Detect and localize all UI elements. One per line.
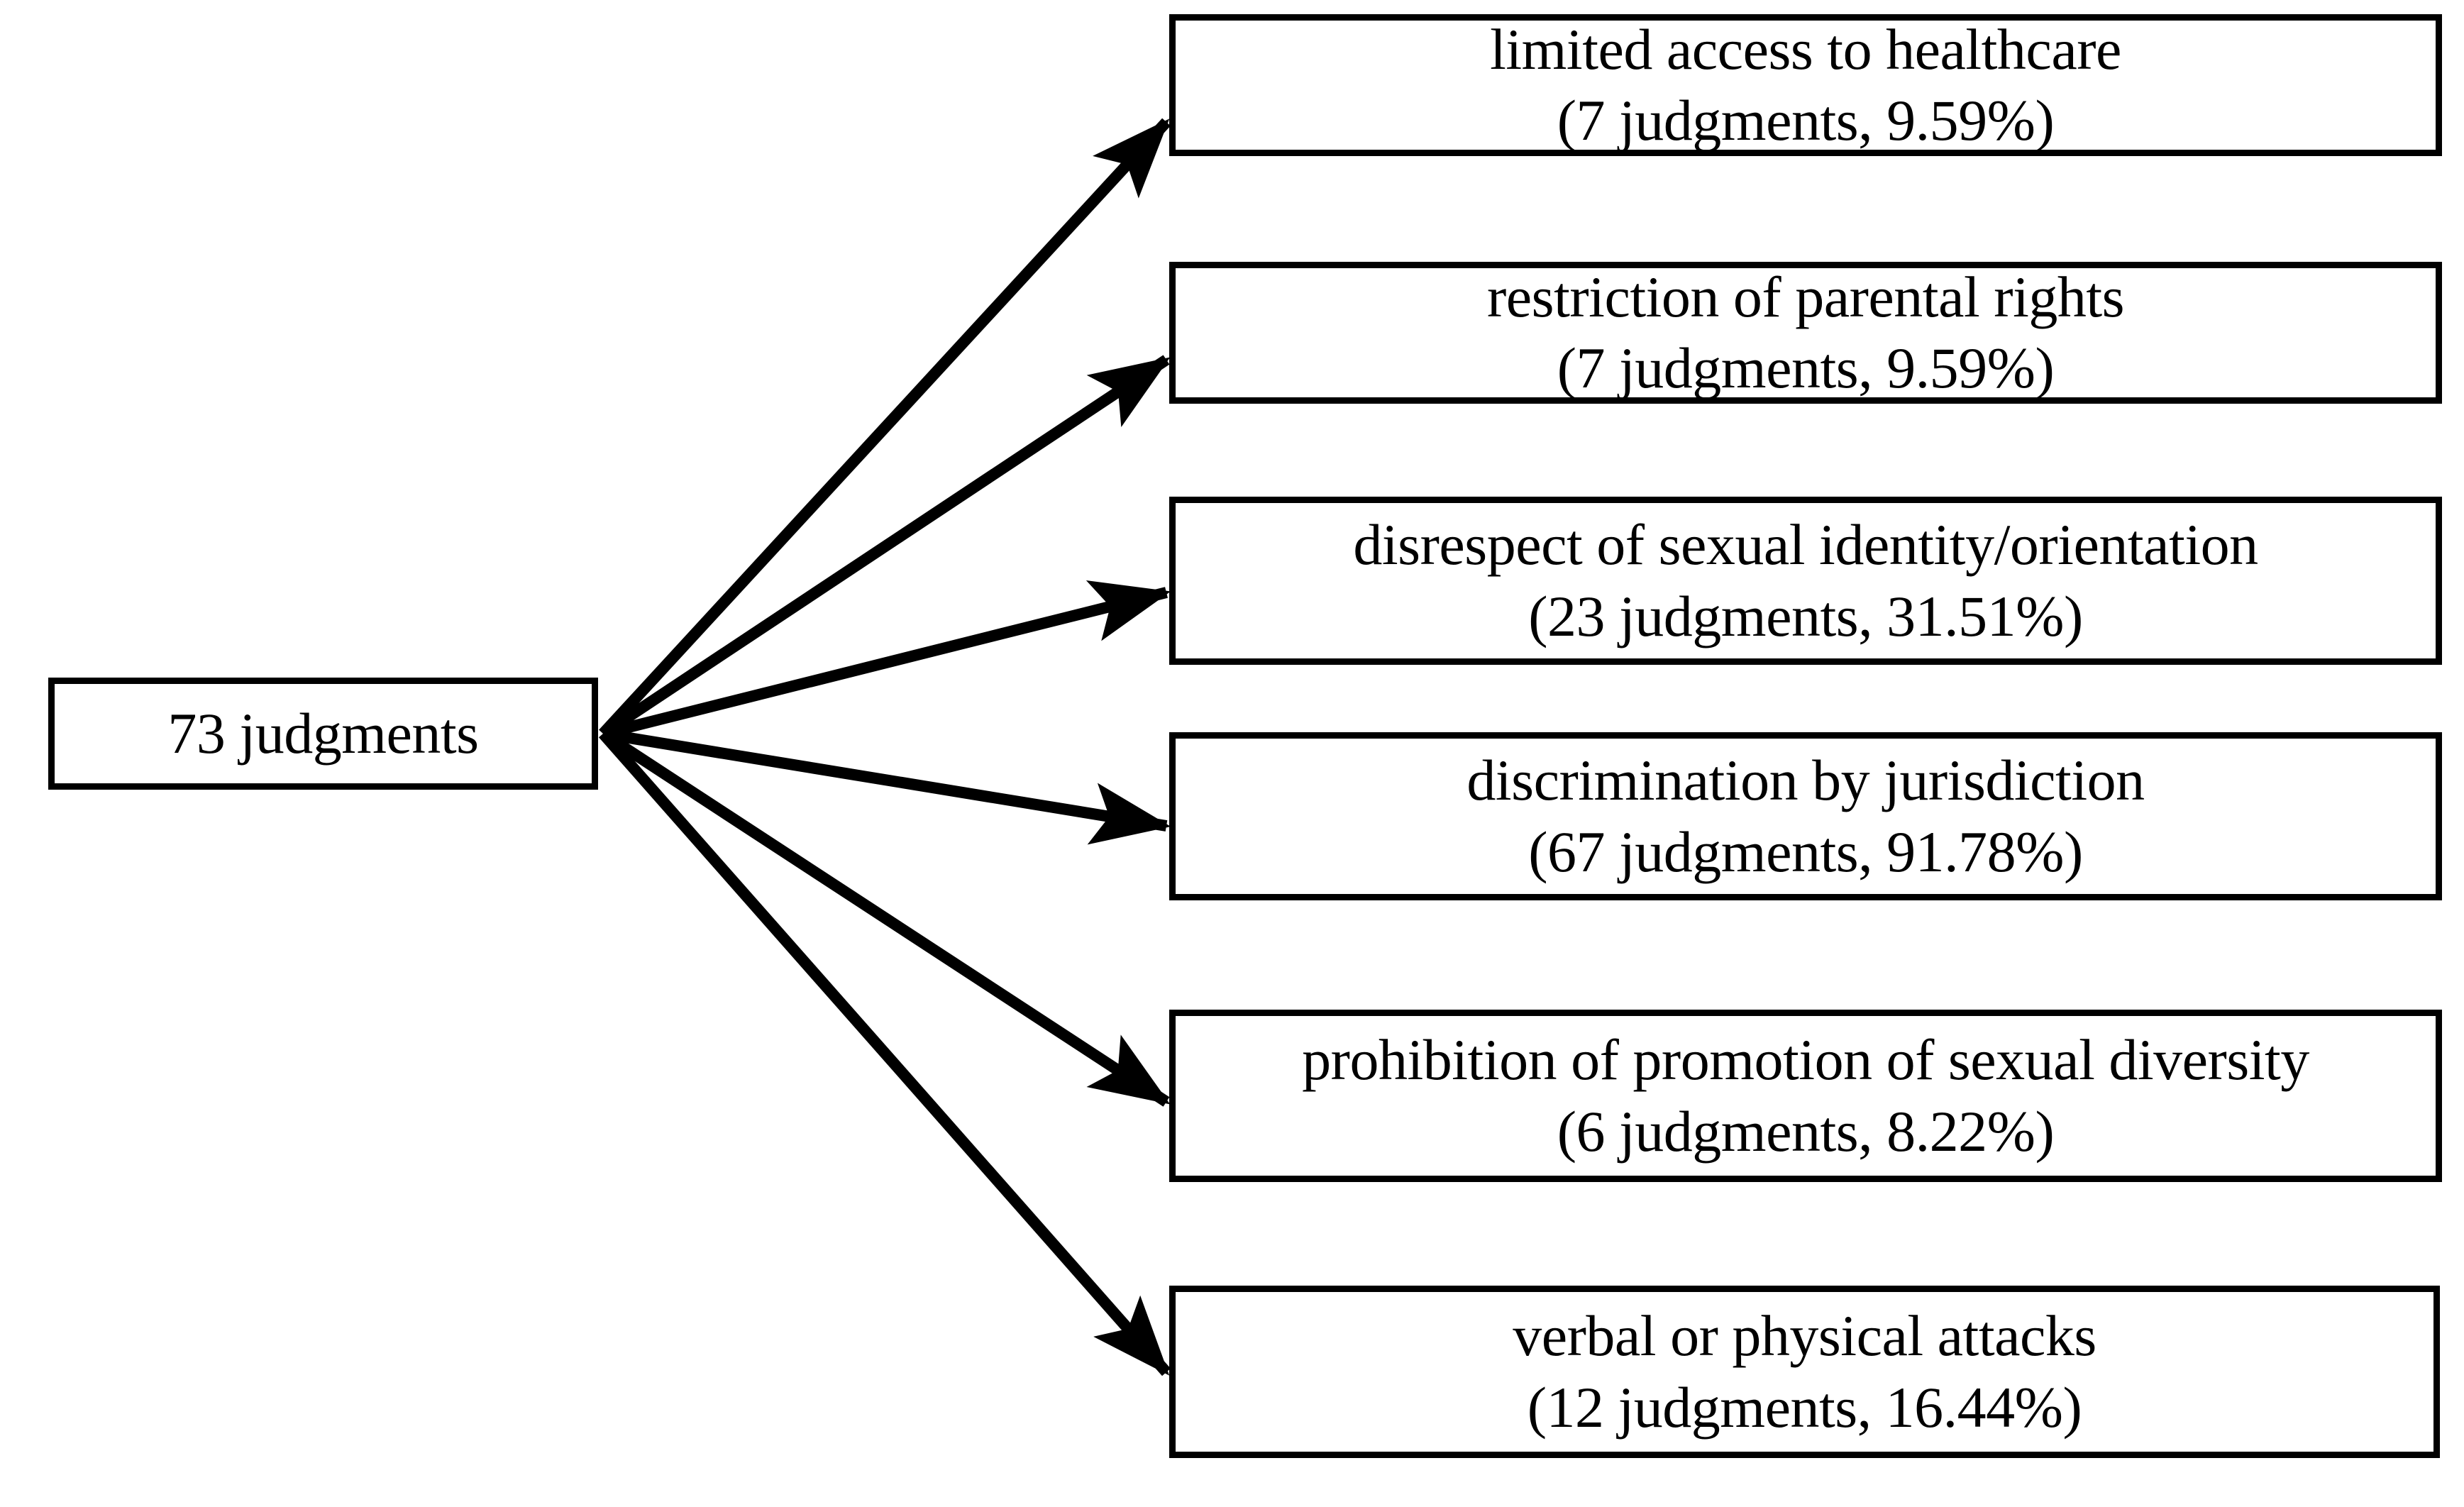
node-title: verbal or physical attacks	[1513, 1303, 2096, 1369]
node-stats: (7 judgments, 9.59%)	[1557, 88, 2055, 153]
node-title: prohibition of promotion of sexual diver…	[1302, 1027, 2309, 1093]
node-limited-access-to-healthcare[interactable]: limited access to healthcare (7 judgment…	[1169, 14, 2442, 156]
node-stats: (67 judgments, 91.78%)	[1528, 819, 2083, 884]
node-title: restriction of parental rights	[1486, 264, 2125, 329]
node-root[interactable]: 73 judgments	[48, 678, 598, 790]
node-stats: (7 judgments, 9.59%)	[1557, 336, 2055, 400]
arrow-to-restriction-of-parental-rights	[600, 355, 1171, 739]
node-verbal-or-physical-attacks[interactable]: verbal or physical attacks (12 judgments…	[1169, 1286, 2440, 1458]
node-title: limited access to healthcare	[1490, 16, 2121, 82]
node-title: disrespect of sexual identity/orientatio…	[1353, 512, 2258, 578]
arrow-to-disrespect-of-sexual-identity-orientation	[602, 580, 1171, 739]
arrow-to-limited-access-to-healthcare	[599, 118, 1171, 738]
node-restriction-of-parental-rights[interactable]: restriction of parental rights (7 judgme…	[1169, 262, 2442, 404]
node-discrimination-by-jurisdiction[interactable]: discrimination by jurisdiction (67 judgm…	[1169, 732, 2442, 900]
node-title: discrimination by jurisdiction	[1466, 748, 2145, 813]
node-stats: (12 judgments, 16.44%)	[1527, 1374, 2082, 1440]
node-stats: (6 judgments, 8.22%)	[1557, 1098, 2055, 1164]
arrow-to-verbal-or-physical-attacks	[599, 729, 1171, 1376]
node-disrespect-of-sexual-identity-orientation[interactable]: disrespect of sexual identity/orientatio…	[1169, 497, 2442, 665]
node-prohibition-of-promotion-of-sexual-diversity[interactable]: prohibition of promotion of sexual diver…	[1169, 1010, 2442, 1182]
node-stats: (23 judgments, 31.51%)	[1528, 583, 2083, 648]
arrow-to-discrimination-by-jurisdiction	[602, 728, 1171, 845]
arrow-to-prohibition-of-promotion-of-sexual-diversity	[600, 729, 1171, 1107]
node-root-label: 73 judgments	[167, 700, 479, 766]
